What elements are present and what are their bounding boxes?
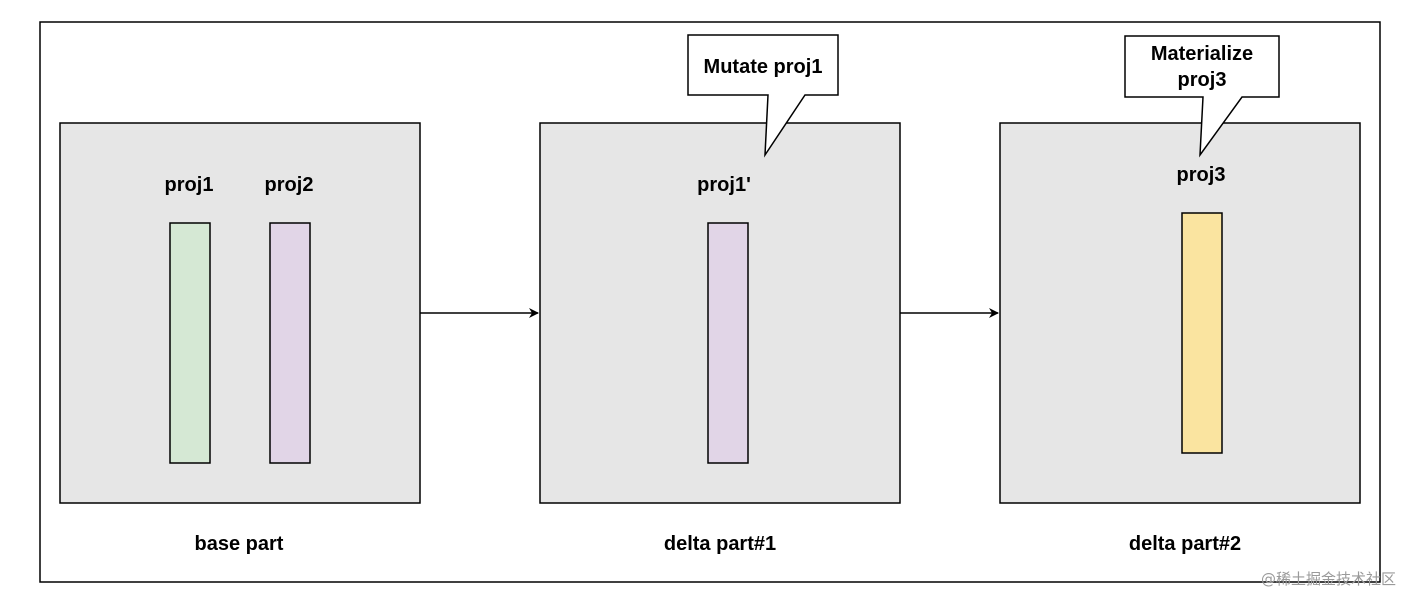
base-part-box[interactable] bbox=[59, 122, 421, 504]
proj2-column[interactable] bbox=[269, 222, 311, 464]
delta-part-2-label: delta part#2 bbox=[1129, 533, 1241, 555]
proj1-prime-column[interactable] bbox=[707, 222, 749, 464]
mutate-callout-text: Mutate proj1 bbox=[704, 56, 823, 78]
base-part-label: base part bbox=[195, 533, 284, 555]
proj1-column-label: proj1 bbox=[165, 174, 214, 196]
delta-part-2-group: proj3 delta part#2 bbox=[999, 122, 1361, 555]
materialize-callout-line2: proj3 bbox=[1178, 69, 1227, 91]
proj2-column-label: proj2 bbox=[265, 174, 314, 196]
materialize-callout-bubble bbox=[1124, 35, 1280, 158]
materialize-callout-line1: Materialize bbox=[1151, 43, 1253, 65]
proj3-column-label: proj3 bbox=[1177, 164, 1226, 186]
delta-part-1-label: delta part#1 bbox=[664, 533, 776, 555]
mutate-callout: Mutate proj1 bbox=[687, 34, 839, 158]
proj3-column[interactable] bbox=[1181, 212, 1223, 454]
delta-part-2-box[interactable] bbox=[999, 122, 1361, 504]
proj1-prime-column-label: proj1' bbox=[697, 174, 751, 196]
delta-part-1-group: proj1' delta part#1 bbox=[539, 122, 901, 555]
proj1-column[interactable] bbox=[169, 222, 211, 464]
mutate-callout-bubble bbox=[687, 34, 839, 158]
base-part-group: proj1 proj2 base part bbox=[59, 122, 421, 555]
watermark: @稀土掘金技术社区 bbox=[1261, 570, 1396, 588]
materialize-callout: Materialize proj3 bbox=[1124, 35, 1280, 158]
